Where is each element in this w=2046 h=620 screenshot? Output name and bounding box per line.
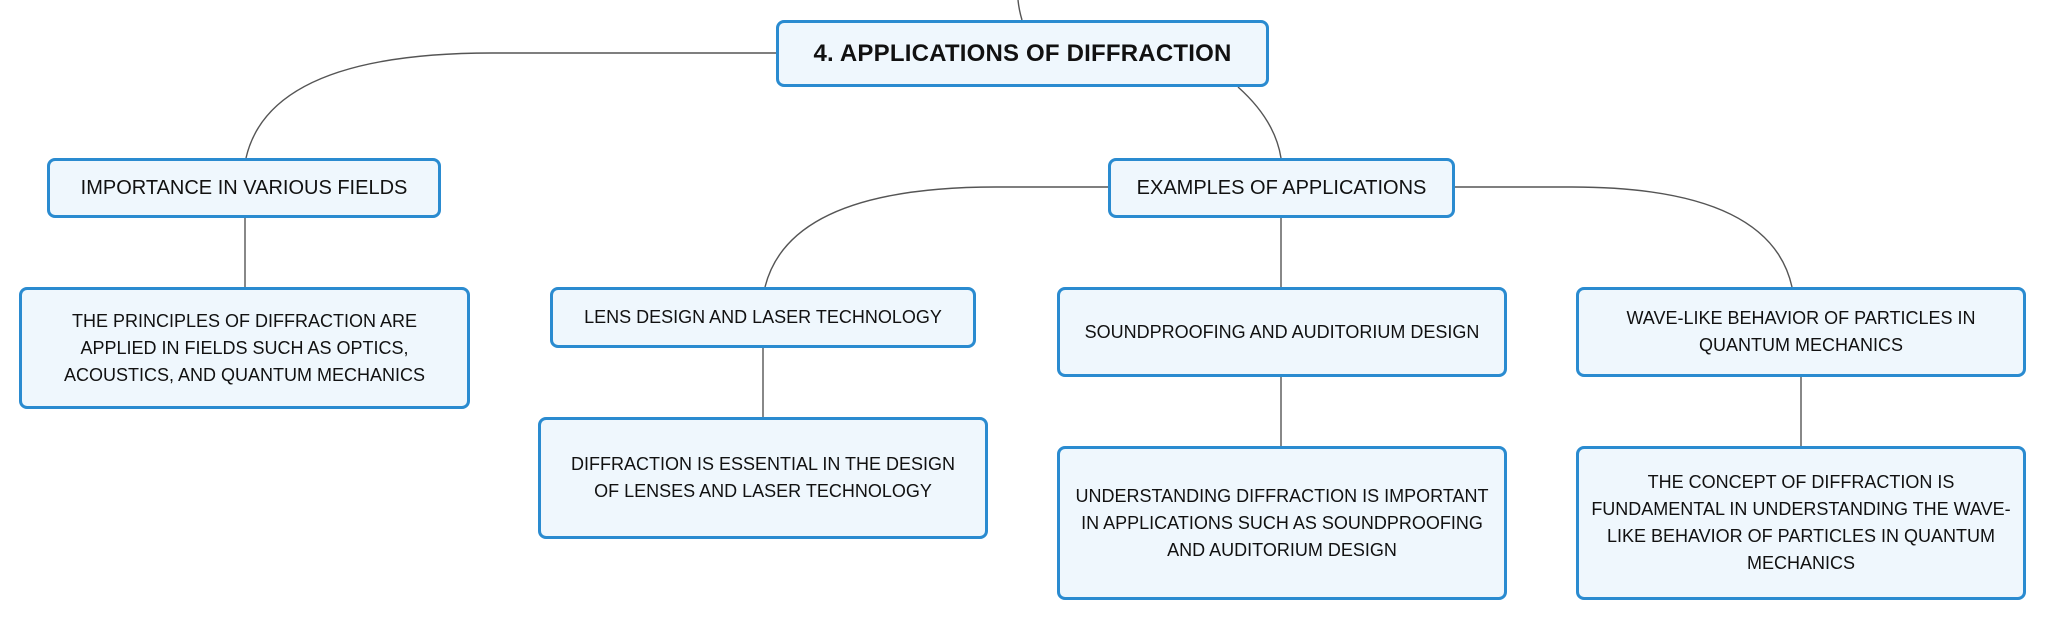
quantum-detail-text: THE CONCEPT OF DIFFRACTION IS FUNDAMENTA…	[1591, 472, 2011, 573]
quantum-label: WAVE-LIKE BEHAVIOR OF PARTICLES IN QUANT…	[1626, 308, 1976, 355]
connector-examples-to-quantum	[1455, 186, 1793, 288]
branch-importance-label: IMPORTANCE IN VARIOUS FIELDS	[80, 176, 408, 199]
soundproofing-detail-text: UNDERSTANDING DIFFRACTION IS IMPORTANT I…	[1075, 485, 1489, 560]
lens-laser-label: LENS DESIGN AND LASER TECHNOLOGY	[584, 307, 942, 327]
branch-importance-node[interactable]: IMPORTANCE IN VARIOUS FIELDS	[47, 158, 441, 218]
importance-detail-node[interactable]: THE PRINCIPLES OF DIFFRACTION ARE APPLIE…	[19, 287, 470, 409]
quantum-node[interactable]: WAVE-LIKE BEHAVIOR OF PARTICLES IN QUANT…	[1576, 287, 2026, 377]
importance-detail-text: THE PRINCIPLES OF DIFFRACTION ARE APPLIE…	[63, 310, 426, 385]
quantum-detail-node[interactable]: THE CONCEPT OF DIFFRACTION IS FUNDAMENTA…	[1576, 446, 2026, 600]
root-node[interactable]: 4. APPLICATIONS OF DIFFRACTION	[776, 20, 1269, 87]
connector-root-to-importance	[245, 52, 776, 159]
soundproofing-node[interactable]: SOUNDPROOFING AND AUDITORIUM DESIGN	[1057, 287, 1507, 377]
soundproofing-detail-node[interactable]: UNDERSTANDING DIFFRACTION IS IMPORTANT I…	[1057, 446, 1507, 600]
branch-examples-node[interactable]: EXAMPLES OF APPLICATIONS	[1108, 158, 1455, 218]
connector-parent-to-root	[1017, 0, 1023, 21]
branch-examples-label: EXAMPLES OF APPLICATIONS	[1136, 176, 1427, 199]
lens-laser-node[interactable]: LENS DESIGN AND LASER TECHNOLOGY	[550, 287, 976, 348]
lens-laser-detail-text: DIFFRACTION IS ESSENTIAL IN THE DESIGN O…	[570, 454, 956, 501]
connector-examples-to-lens	[764, 186, 1108, 288]
soundproofing-label: SOUNDPROOFING AND AUDITORIUM DESIGN	[1084, 321, 1480, 342]
connector-root-to-examples	[1237, 86, 1282, 159]
root-node-label: 4. APPLICATIONS OF DIFFRACTION	[813, 39, 1232, 67]
lens-laser-detail-node[interactable]: DIFFRACTION IS ESSENTIAL IN THE DESIGN O…	[538, 417, 988, 539]
